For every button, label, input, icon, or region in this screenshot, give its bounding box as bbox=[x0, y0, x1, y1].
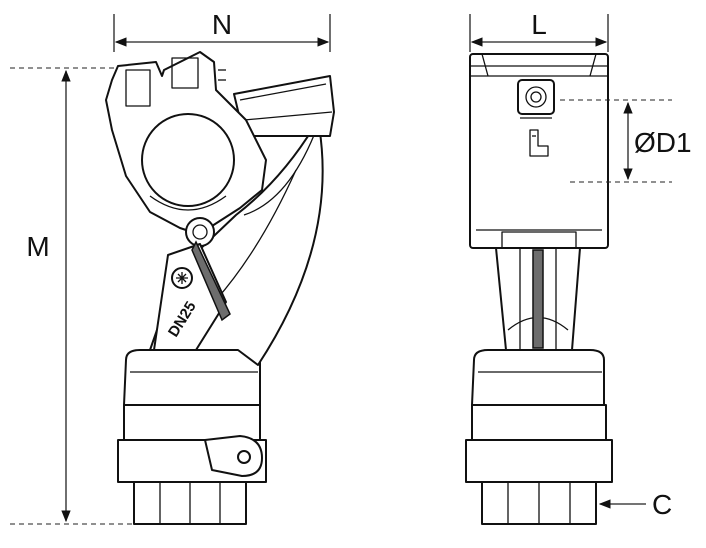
side-top-arm bbox=[233, 75, 335, 137]
dimension-c: C bbox=[598, 489, 672, 520]
dimension-n-label: N bbox=[212, 9, 232, 40]
dimension-m: M bbox=[10, 67, 134, 525]
dimension-c-label: C bbox=[652, 489, 672, 520]
dimension-n: N bbox=[113, 9, 331, 52]
dimension-l: L bbox=[469, 9, 609, 52]
side-view: DN25 bbox=[105, 51, 335, 525]
side-pivot-bolt bbox=[185, 217, 215, 247]
dimension-d1: ØD1 bbox=[560, 99, 692, 183]
dimension-l-label: L bbox=[531, 9, 547, 40]
front-stem bbox=[495, 247, 581, 351]
side-saddle-clamp bbox=[105, 51, 267, 235]
side-rating-plate: DN25 bbox=[153, 240, 231, 351]
front-tab-marking bbox=[529, 129, 549, 157]
front-hex-nut bbox=[481, 481, 597, 525]
front-saddle bbox=[469, 53, 609, 249]
dimension-m-label: M bbox=[26, 231, 49, 262]
front-bolt bbox=[517, 79, 555, 119]
front-collar bbox=[465, 404, 613, 483]
side-lock-tab bbox=[204, 435, 263, 477]
side-body bbox=[123, 349, 261, 406]
front-view bbox=[465, 53, 613, 525]
side-hex-nut bbox=[133, 481, 247, 525]
dimension-d1-label: ØD1 bbox=[634, 127, 692, 158]
front-body bbox=[471, 349, 605, 406]
